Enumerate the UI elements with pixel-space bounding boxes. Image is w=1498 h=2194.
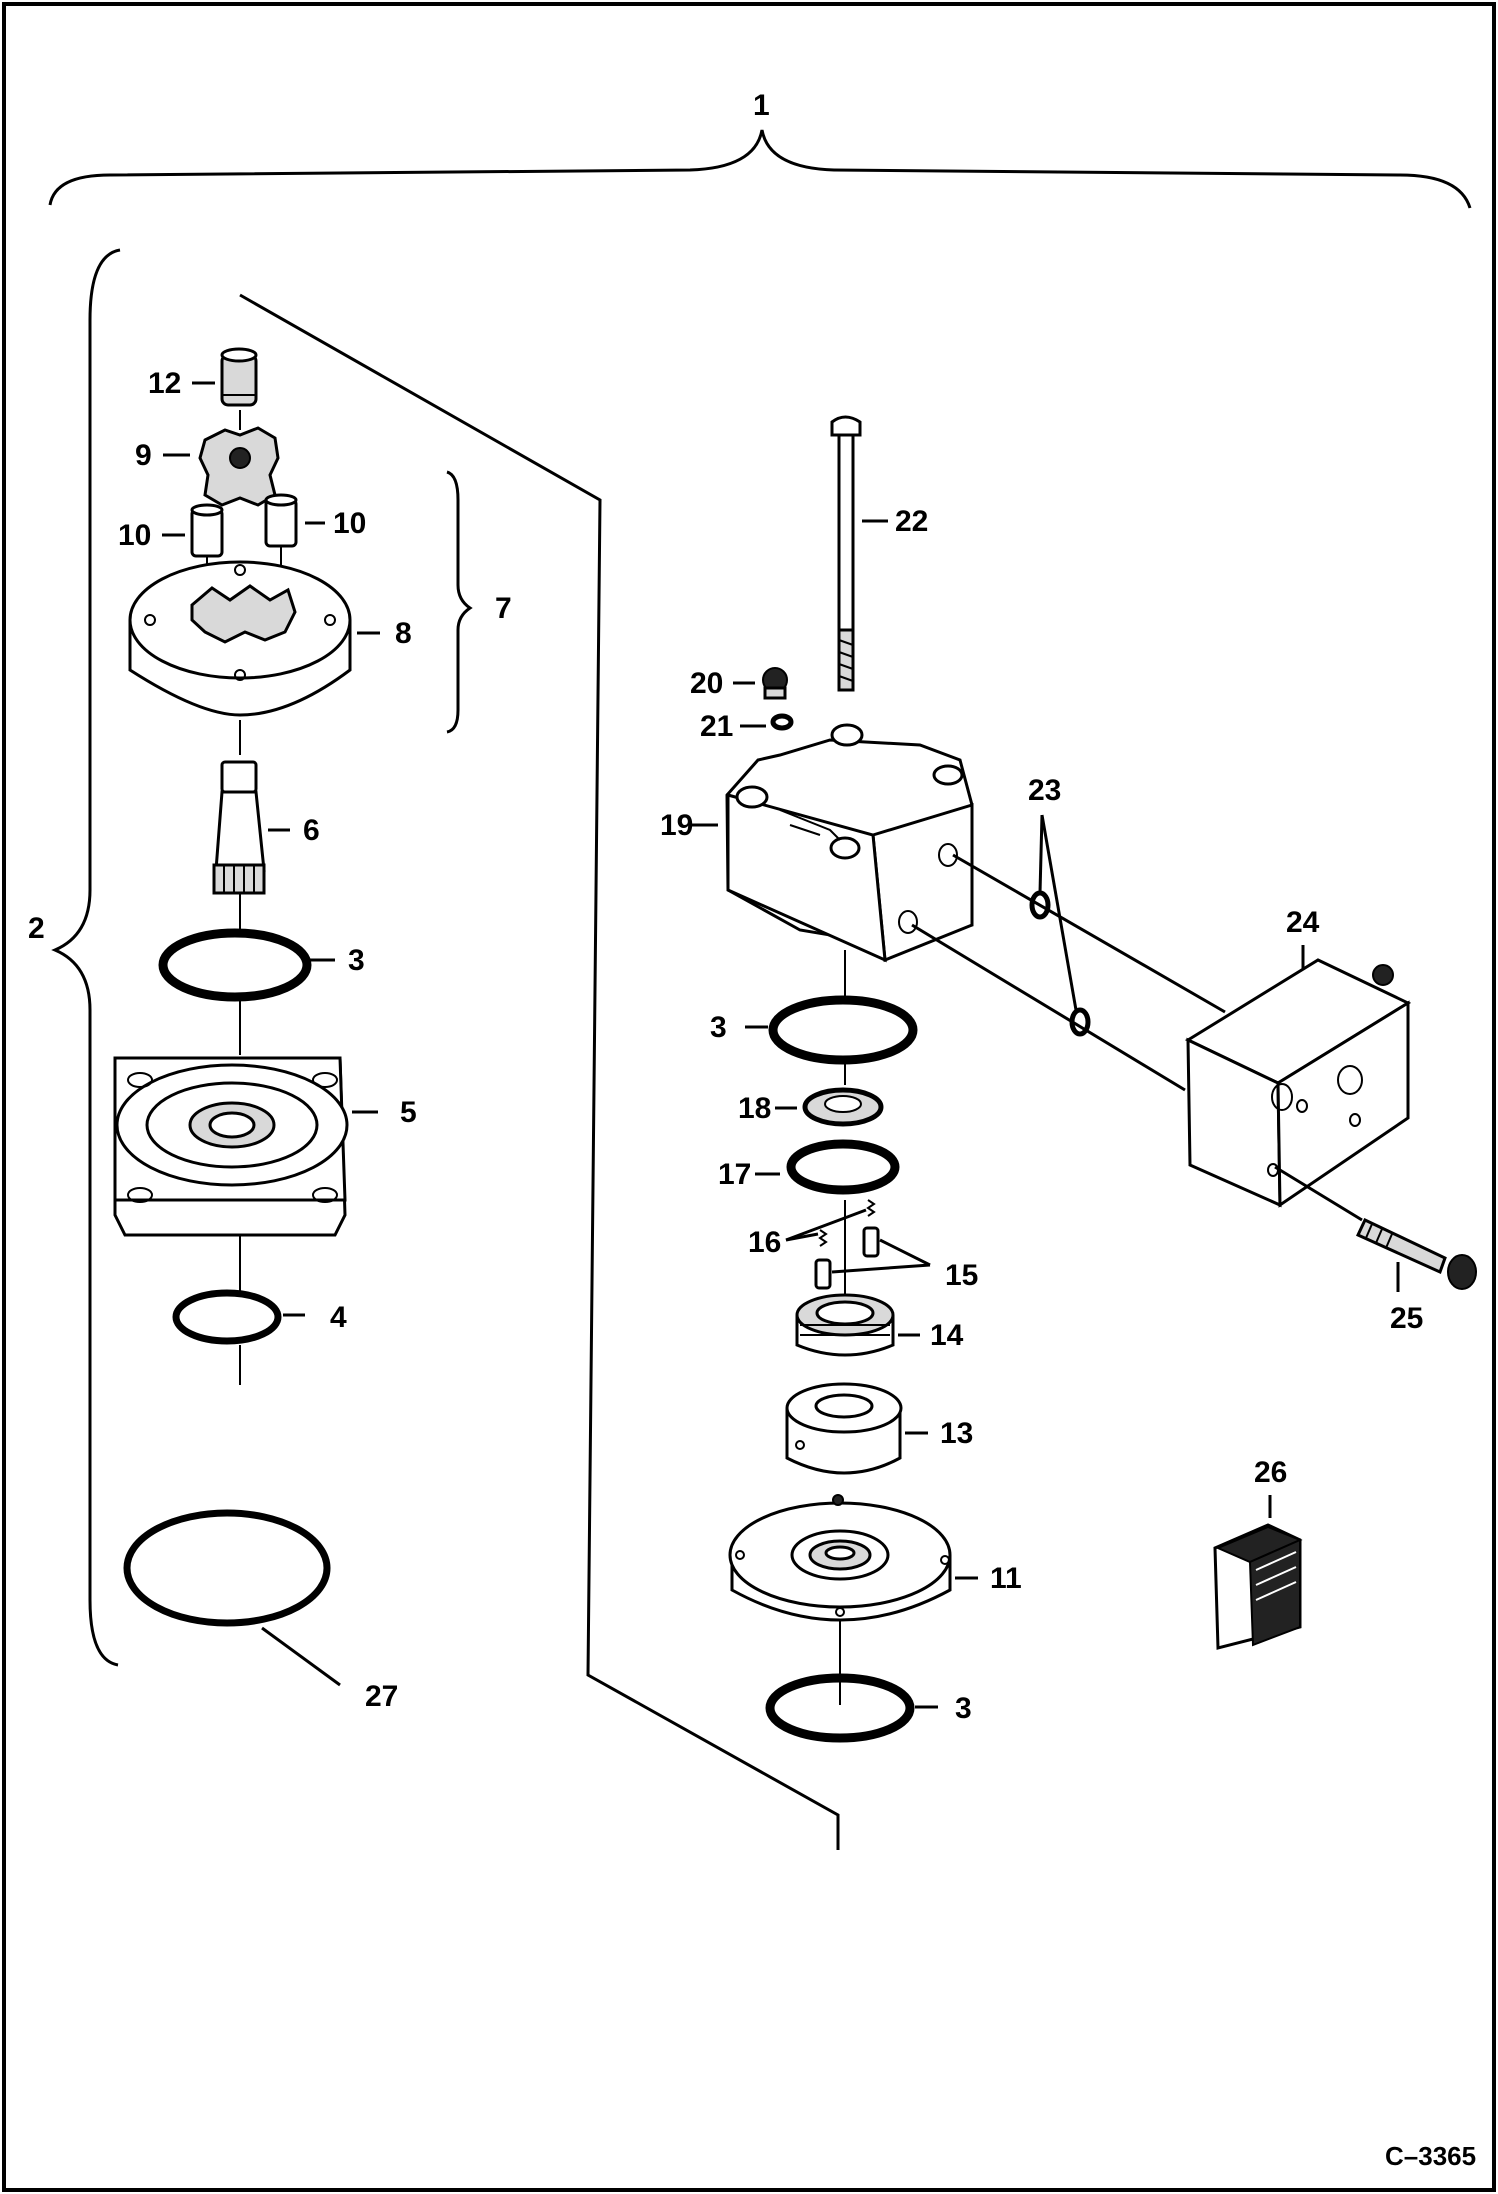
leader-15-a bbox=[879, 1238, 931, 1267]
part-16-spring-left bbox=[818, 1229, 828, 1247]
axis-line-port-lower bbox=[911, 923, 1186, 1092]
part-10-roller-right bbox=[264, 493, 298, 548]
callout-22: 22 bbox=[895, 505, 928, 538]
axis-line-port-upper bbox=[952, 853, 1226, 1014]
callout-23: 23 bbox=[1028, 774, 1061, 807]
leader-23-a bbox=[1038, 814, 1044, 894]
part-24-valve-block bbox=[1184, 958, 1412, 1208]
part-10-roller-left bbox=[190, 503, 224, 558]
callout-21: 21 bbox=[700, 710, 733, 743]
callout-3-left: 3 bbox=[348, 944, 365, 977]
callout-9: 9 bbox=[135, 439, 152, 472]
part-15-pin-left bbox=[814, 1258, 832, 1290]
brace-group-2 bbox=[51, 248, 121, 1667]
part-22-long-bolt bbox=[830, 415, 862, 692]
callout-11: 11 bbox=[990, 1562, 1022, 1595]
brace-group-7 bbox=[446, 470, 473, 734]
callout-13: 13 bbox=[940, 1417, 973, 1450]
callout-26: 26 bbox=[1254, 1456, 1287, 1489]
callout-18: 18 bbox=[738, 1092, 771, 1125]
part-3-seal-ring-upper-left bbox=[158, 928, 312, 1002]
callout-15: 15 bbox=[945, 1259, 978, 1292]
part-8-stator bbox=[128, 560, 352, 717]
callout-25: 25 bbox=[1390, 1302, 1423, 1335]
part-3-seal-ring-right-lower bbox=[765, 1673, 915, 1743]
leader-27 bbox=[261, 1626, 341, 1687]
part-3-seal-ring-right-upper bbox=[768, 995, 918, 1065]
callout-17: 17 bbox=[718, 1158, 751, 1191]
brace-assembly-1 bbox=[48, 129, 1472, 209]
callout-19: 19 bbox=[660, 809, 693, 842]
leader-16-b bbox=[785, 1208, 867, 1242]
part-11-end-plate bbox=[728, 1494, 952, 1622]
part-20-plug bbox=[762, 667, 788, 700]
part-27-seal-ring-large bbox=[123, 1509, 331, 1627]
group-outline bbox=[239, 293, 840, 1850]
callout-4: 4 bbox=[330, 1301, 347, 1334]
callout-2: 2 bbox=[28, 912, 45, 945]
callout-20: 20 bbox=[690, 667, 723, 700]
callout-3-right-lower: 3 bbox=[955, 1692, 972, 1725]
part-9-rotor bbox=[198, 426, 280, 507]
callout-5: 5 bbox=[400, 1096, 417, 1129]
callout-7: 7 bbox=[495, 592, 512, 625]
part-4-seal-ring bbox=[172, 1289, 282, 1345]
part-15-pin-right bbox=[862, 1226, 880, 1258]
part-13-collar bbox=[785, 1382, 903, 1475]
callout-8: 8 bbox=[395, 617, 412, 650]
callout-16: 16 bbox=[748, 1226, 781, 1259]
callout-1: 1 bbox=[753, 89, 770, 122]
part-26-decal-kit bbox=[1213, 1523, 1303, 1650]
part-23-o-ring-lower bbox=[1069, 1007, 1091, 1037]
leader-15-b bbox=[831, 1263, 931, 1274]
part-5-mounting-flange bbox=[113, 1056, 349, 1237]
leader-23-b bbox=[1040, 814, 1078, 1011]
part-21-washer bbox=[770, 713, 794, 731]
part-16-spring-right bbox=[866, 1199, 876, 1217]
callout-12: 12 bbox=[148, 367, 181, 400]
callout-14: 14 bbox=[930, 1319, 964, 1352]
callout-24: 24 bbox=[1286, 906, 1320, 939]
callout-6: 6 bbox=[303, 814, 320, 847]
axis-line-bolt-25 bbox=[1274, 1165, 1363, 1222]
callout-27: 27 bbox=[365, 1680, 398, 1713]
callout-10-right: 10 bbox=[333, 507, 366, 540]
part-19-valve-housing bbox=[725, 723, 974, 963]
callout-3-right-upper: 3 bbox=[710, 1011, 727, 1044]
part-18-backup-ring-hole bbox=[824, 1095, 862, 1113]
callout-10-left: 10 bbox=[118, 519, 151, 552]
part-25-socket-bolt bbox=[1355, 1217, 1477, 1290]
part-14-threaded-ring bbox=[795, 1293, 895, 1357]
drawing-reference: C–3365 bbox=[1385, 2141, 1476, 2171]
part-12-drive-coupling bbox=[220, 347, 258, 407]
part-6-drive-shaft bbox=[212, 760, 266, 895]
part-17-seal bbox=[786, 1139, 900, 1195]
